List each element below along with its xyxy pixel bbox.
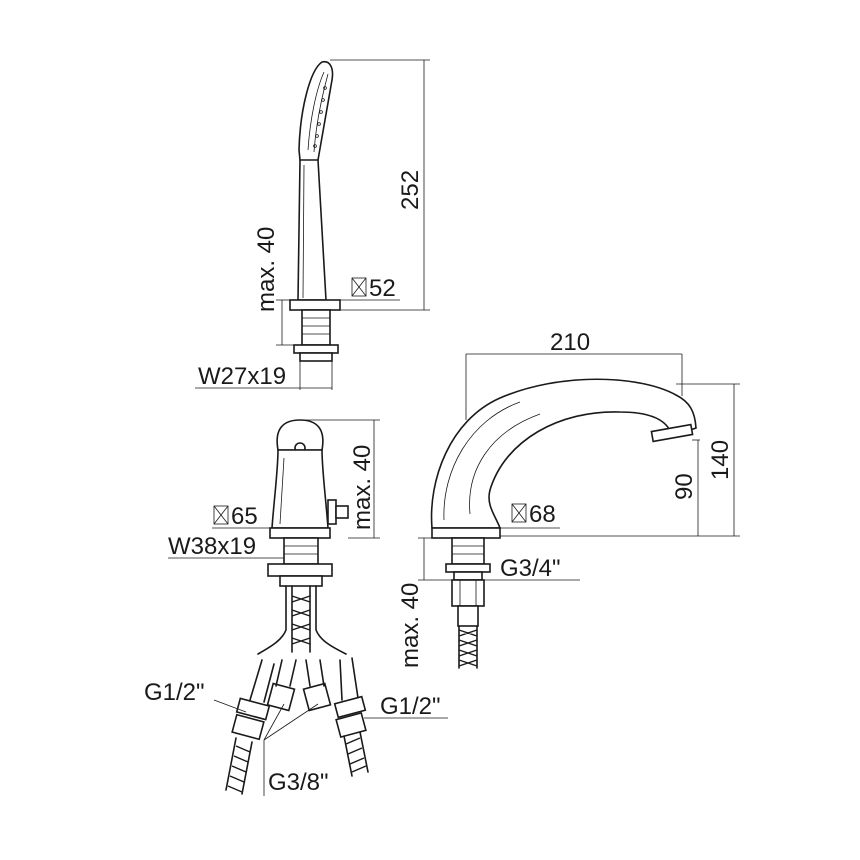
handshower-dimensions (195, 59, 430, 390)
mixer-dimensions (168, 419, 448, 796)
mixer-square-label: 65 (231, 503, 258, 530)
mixer-hoses (225, 585, 369, 795)
square-symbol-icon (213, 505, 229, 525)
hose-left-label: G1/2" (144, 679, 205, 706)
spout-square-label: 68 (529, 501, 556, 528)
hose-center-label: G3/8" (268, 769, 329, 796)
spout-height-label: 140 (707, 440, 734, 480)
spout-max-label: max. 40 (397, 583, 424, 668)
handshower-max-label: max. 40 (253, 227, 280, 312)
square-symbol-icon (351, 277, 367, 297)
hand-shower (289, 60, 341, 362)
handshower-thread-label: W27x19 (198, 363, 286, 390)
spout-hose (458, 625, 478, 669)
spout-outlet-height-label: 90 (671, 473, 698, 500)
handshower-height-label: 252 (397, 170, 424, 210)
mixer-body (267, 419, 349, 587)
mixer-thread-label: W38x19 (168, 533, 256, 560)
square-symbol-icon (511, 503, 527, 523)
spout (430, 378, 697, 627)
hose-right-label: G1/2" (380, 693, 441, 720)
handshower-square-label: 52 (369, 275, 396, 302)
spout-dimensions (418, 353, 740, 581)
spout-length-label: 210 (550, 329, 590, 356)
spout-thread-label: G3/4" (500, 555, 561, 582)
mixer-max-label: max. 40 (349, 445, 376, 530)
